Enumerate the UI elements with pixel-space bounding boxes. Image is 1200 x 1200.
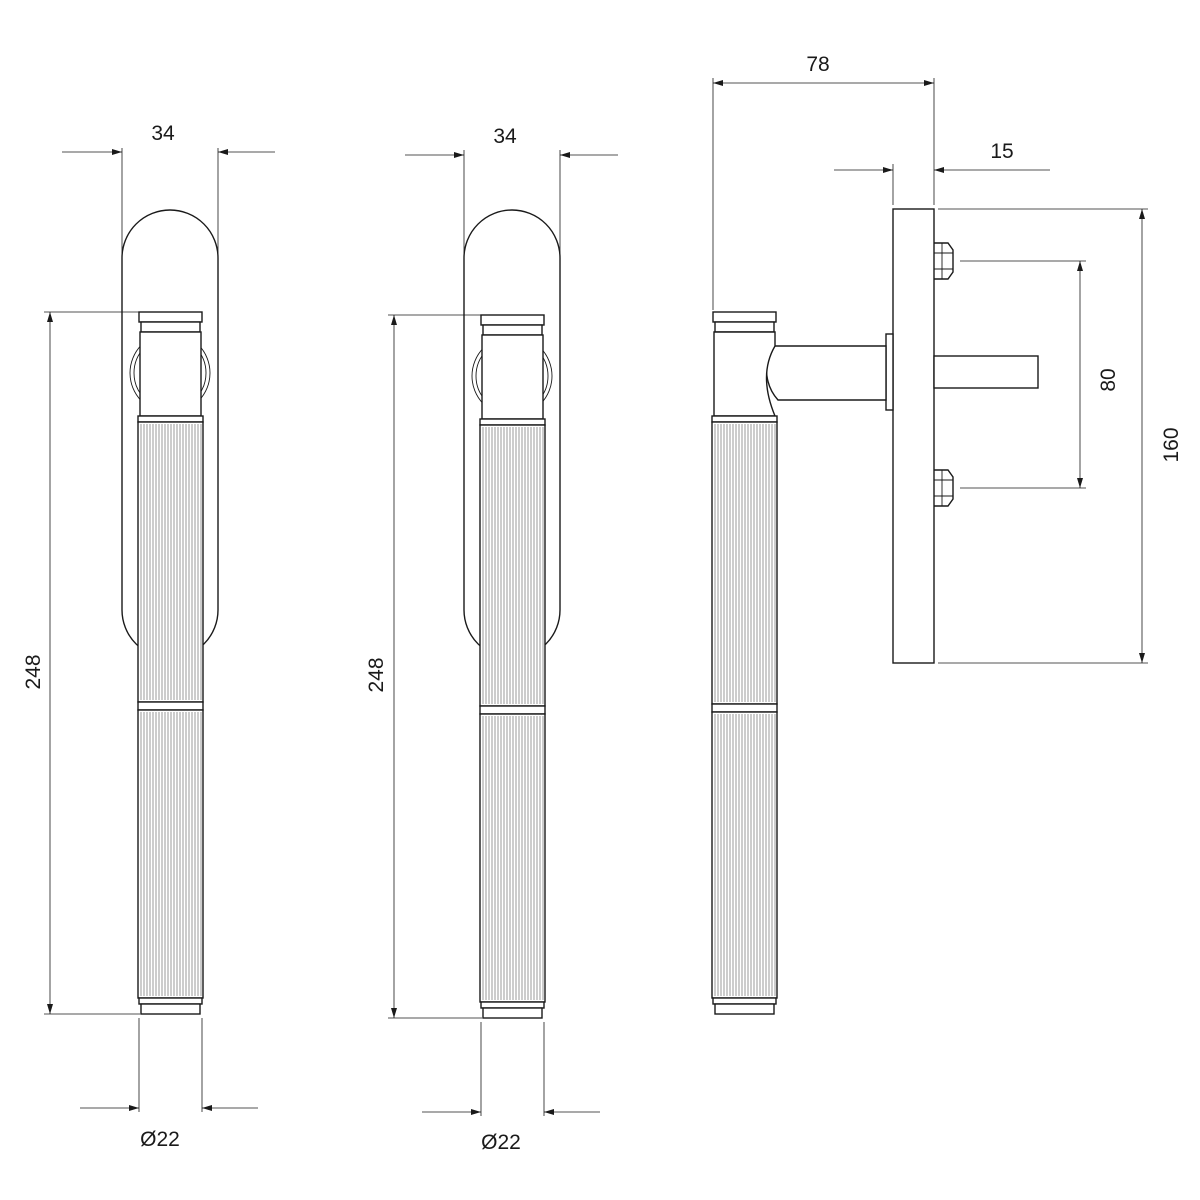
handle-neck bbox=[765, 345, 887, 401]
side-screw-spacing-label: 80 bbox=[1097, 368, 1120, 391]
front-view-2: 34 248 Ø22 bbox=[365, 125, 618, 1154]
side-plate-height-label: 160 bbox=[1160, 427, 1183, 462]
knurl-ribs bbox=[714, 714, 776, 996]
side-depth-label: 78 bbox=[806, 53, 829, 76]
knurl-ribs bbox=[482, 427, 544, 704]
bottom-cap bbox=[712, 997, 777, 1005]
hub-collar bbox=[137, 415, 204, 423]
knurled-grip-upper bbox=[137, 421, 204, 703]
grip-joint bbox=[711, 703, 778, 713]
plate-boss bbox=[885, 333, 894, 411]
knurl-ribs bbox=[714, 424, 776, 702]
front2-width-label: 34 bbox=[493, 125, 517, 148]
top-cap-lower bbox=[714, 321, 775, 333]
top-cap-lower bbox=[482, 324, 543, 336]
spindle bbox=[933, 355, 1039, 389]
screw-top bbox=[934, 242, 954, 280]
handle-hub bbox=[481, 334, 544, 420]
front2-diameter-label: Ø22 bbox=[481, 1131, 521, 1154]
handle-hub bbox=[713, 331, 777, 417]
hub-collar bbox=[479, 418, 546, 426]
grip-joint bbox=[479, 705, 546, 715]
front1-width-label: 34 bbox=[151, 122, 175, 145]
knurled-grip-lower bbox=[479, 713, 546, 1003]
bottom-cap-lower bbox=[714, 1003, 775, 1015]
bottom-cap-lower bbox=[482, 1007, 543, 1019]
front1-height-label: 248 bbox=[22, 654, 45, 689]
grip-joint bbox=[137, 701, 204, 711]
front2-height-label: 248 bbox=[365, 657, 388, 692]
screw-bottom bbox=[934, 469, 954, 507]
knurled-grip-upper bbox=[479, 424, 546, 707]
bottom-cap bbox=[480, 1001, 545, 1009]
handle-hub bbox=[139, 331, 202, 417]
bottom-cap bbox=[138, 997, 203, 1005]
knurled-grip-lower bbox=[711, 711, 778, 999]
top-cap bbox=[138, 311, 203, 323]
knurl-ribs bbox=[140, 424, 202, 700]
knurled-grip-upper bbox=[711, 421, 778, 705]
top-cap-lower bbox=[140, 321, 201, 333]
mounting-plate bbox=[892, 208, 935, 664]
side-view: 78 15 80 160 bbox=[711, 53, 1183, 1015]
front-view-1: 34 248 Ø22 bbox=[22, 122, 275, 1151]
knurled-grip-lower bbox=[137, 709, 204, 999]
top-cap bbox=[480, 314, 545, 326]
hub-collar bbox=[711, 415, 778, 423]
knurl-ribs bbox=[140, 712, 202, 996]
knurl-ribs bbox=[482, 716, 544, 1000]
bottom-cap-lower bbox=[140, 1003, 201, 1015]
front1-diameter-label: Ø22 bbox=[140, 1128, 180, 1151]
top-cap bbox=[712, 311, 777, 323]
side-plate-label: 15 bbox=[990, 140, 1013, 163]
